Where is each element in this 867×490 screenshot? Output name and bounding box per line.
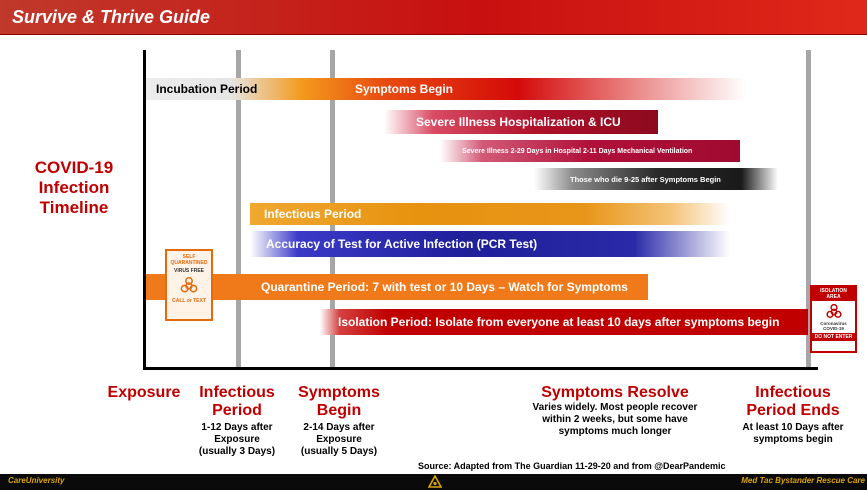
bar-incubation-label: Incubation Period xyxy=(156,82,258,96)
accuracy-test-label: Accuracy of Test for Active Infection (P… xyxy=(266,237,538,251)
those-who-die-label: Those who die 9-25 after Symptoms Begin xyxy=(570,174,721,184)
label-infectious-period: Infectious Period 1-12 Days after Exposu… xyxy=(188,384,286,458)
symptoms-sub-3: (usually 5 Days) xyxy=(300,446,378,457)
bar-incubation: Incubation Period xyxy=(146,78,746,100)
isolation-sign-line-3: Coronavirus xyxy=(820,321,847,326)
label-symptoms-resolve: Symptoms Resolve Varies widely. Most peo… xyxy=(510,384,720,438)
quarantine-sign: SELF QUARANTINED VIRUS FREE CALL or TEXT xyxy=(165,249,213,321)
timeline-axis-horizontal xyxy=(143,367,818,370)
exposure-title: Exposure xyxy=(107,384,181,401)
side-title-line-2: Infection xyxy=(38,178,110,197)
infectious-title-2: Period xyxy=(212,402,262,419)
biohazard-icon xyxy=(180,277,198,293)
symptoms-sub-2: Exposure xyxy=(316,434,362,445)
quarantine-sign-line-4: CALL or TEXT xyxy=(172,298,206,304)
symptoms-sub-1: 2-14 Days after xyxy=(303,422,375,433)
side-title-line-3: Timeline xyxy=(39,198,109,217)
footer-bar: CareUniversity Med Tac Bystander Rescue … xyxy=(0,474,867,490)
resolve-sub-2: within 2 weeks, but some have xyxy=(542,414,688,425)
marker-line-infectious xyxy=(236,50,241,370)
biohazard-icon-isolation xyxy=(825,303,842,318)
timeline-axis-vertical xyxy=(143,50,146,370)
severe-days-label: Severe Illness 2-29 Days in Hospital 2-1… xyxy=(462,147,693,155)
page-title: Survive & Thrive Guide xyxy=(12,7,211,27)
symptoms-title-1: Symptoms xyxy=(298,384,380,401)
label-infectious-ends: Infectious Period Ends At least 10 Days … xyxy=(732,384,854,446)
footer-right-text: Med Tac Bystander Rescue Care xyxy=(741,476,865,485)
label-exposure: Exposure xyxy=(100,384,188,402)
side-title: COVID-19 Infection Timeline xyxy=(20,158,128,218)
bar-severe-days: Severe Illness 2-29 Days in Hospital 2-1… xyxy=(440,140,740,162)
side-title-line-1: COVID-19 xyxy=(34,158,114,177)
isolation-label: Isolation Period: Isolate from everyone … xyxy=(338,315,780,329)
resolve-sub-3: symptoms much longer xyxy=(558,426,672,437)
label-symptoms-begin: Symptoms Begin 2-14 Days after Exposure … xyxy=(290,384,388,458)
bar-severe-illness: Severe Illness Hospitalization & ICU xyxy=(384,110,658,134)
source-note: Source: Adapted from The Guardian 11-29-… xyxy=(418,461,726,471)
isolation-sign-line-2: AREA xyxy=(826,294,841,300)
infectious-sub-1: 1-12 Days after xyxy=(201,422,273,433)
ends-sub-1: At least 10 Days after xyxy=(742,422,844,433)
isolation-sign-line-1: ISOLATION xyxy=(820,288,847,294)
infectious-sub-3: (usually 3 Days) xyxy=(198,446,276,457)
header-bar: Survive & Thrive Guide xyxy=(0,0,867,35)
bar-infectious-period: Infectious Period xyxy=(250,203,730,225)
bar-those-who-die: Those who die 9-25 after Symptoms Begin xyxy=(534,168,778,190)
bar-symptoms-begin-label: Symptoms Begin xyxy=(355,80,453,98)
severe-illness-label: Severe Illness Hospitalization & ICU xyxy=(416,115,621,129)
isolation-sign-line-5: DO NOT ENTER xyxy=(812,333,855,341)
ends-sub-2: symptoms begin xyxy=(753,434,833,445)
symptoms-begin-label: Symptoms Begin xyxy=(355,82,454,96)
bar-quarantine: Quarantine Period: 7 with test or 10 Day… xyxy=(146,274,648,300)
resolve-title: Symptoms Resolve xyxy=(541,384,689,401)
isolation-sign: ISOLATION AREA Coronavirus COVID-19 DO N… xyxy=(810,285,857,353)
quarantine-sign-line-3: VIRUS FREE xyxy=(173,268,204,274)
infectious-title-1: Infectious xyxy=(199,384,275,401)
marker-line-ends xyxy=(806,50,811,370)
ends-title-1: Infectious xyxy=(755,384,831,401)
quarantine-sign-line-1: SELF xyxy=(182,254,196,260)
infectious-sub-2: Exposure xyxy=(214,434,260,445)
bar-isolation: Isolation Period: Isolate from everyone … xyxy=(320,309,808,335)
ends-title-2: Period Ends xyxy=(746,402,840,419)
bar-accuracy-test: Accuracy of Test for Active Infection (P… xyxy=(250,231,730,257)
quarantine-label: Quarantine Period: 7 with test or 10 Day… xyxy=(261,280,628,294)
resolve-sub-1: Varies widely. Most people recover xyxy=(532,402,698,413)
symptoms-title-2: Begin xyxy=(316,402,362,419)
logo-icon xyxy=(428,475,442,488)
footer-left-text: CareUniversity xyxy=(8,476,65,485)
infectious-period-label: Infectious Period xyxy=(264,207,362,221)
isolation-sign-line-4: COVID-19 xyxy=(823,326,844,331)
quarantine-sign-line-2: QUARANTINED xyxy=(170,260,208,266)
